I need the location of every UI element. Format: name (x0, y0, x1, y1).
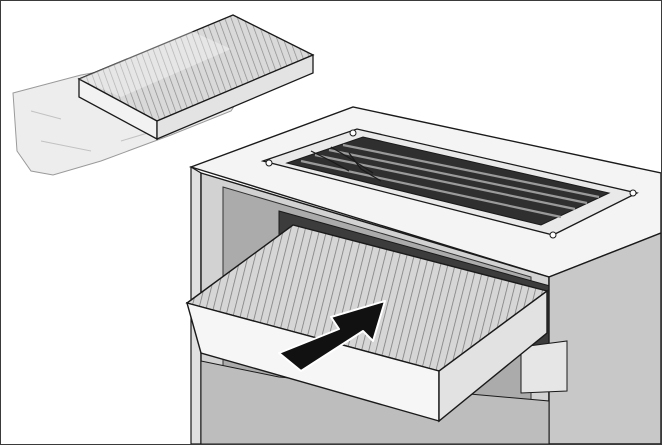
insert-arrow-icon (278, 300, 386, 372)
grille-icon (260, 128, 639, 239)
filter-in-bag-icon (12, 14, 315, 176)
